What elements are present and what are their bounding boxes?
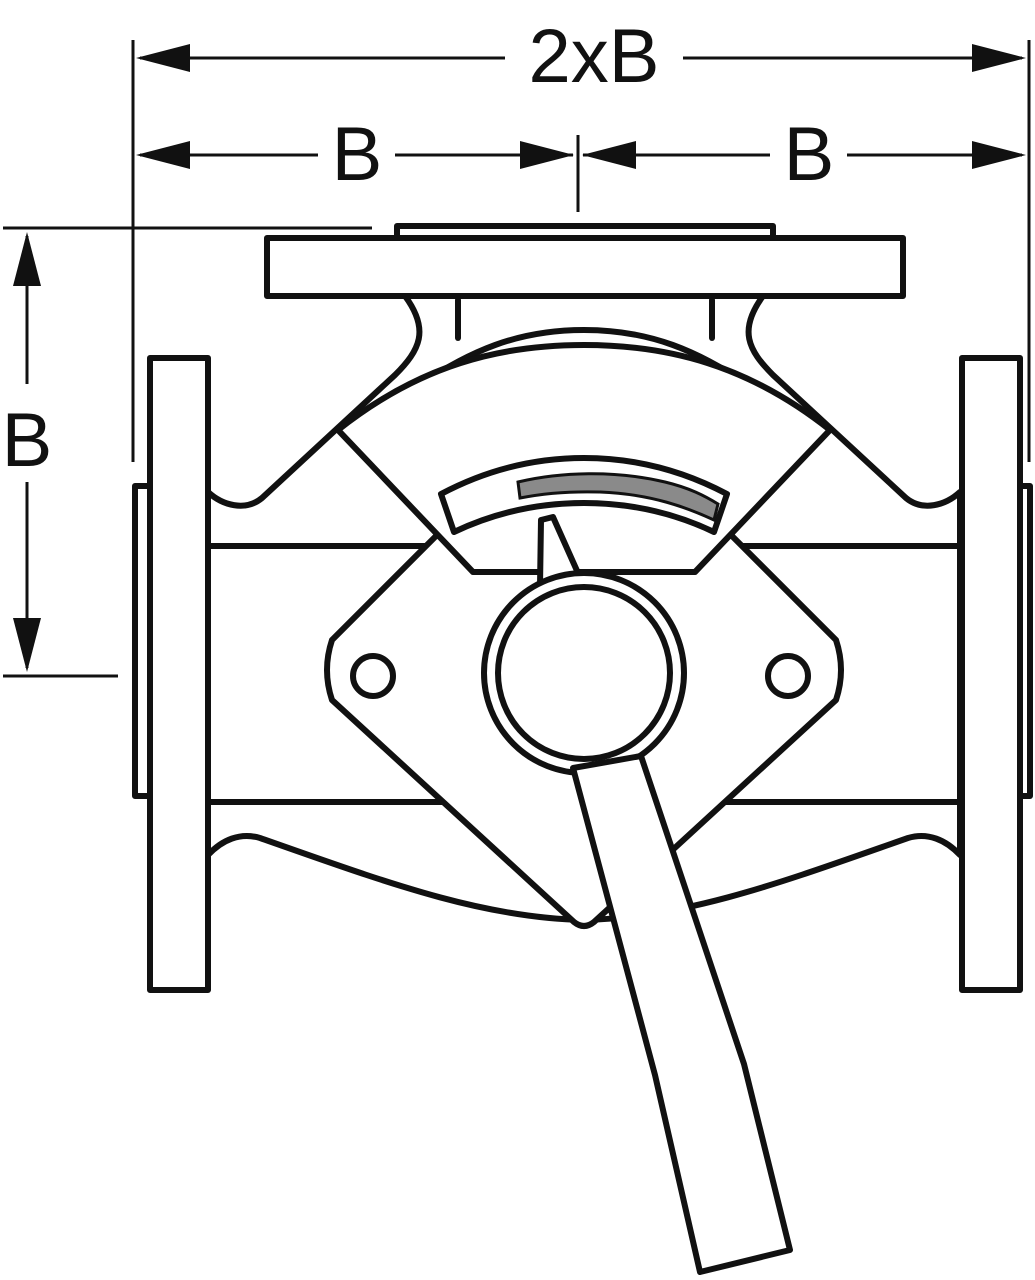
right-end-flange (959, 355, 1023, 993)
top-flange (264, 235, 906, 299)
overall-width-arrow-right (972, 44, 1026, 72)
height-label: B (2, 398, 53, 483)
left-half-label: B (332, 112, 383, 197)
valve-body (132, 223, 1033, 1275)
left-half-arrow-left (136, 141, 190, 169)
scale-band (516, 472, 720, 523)
hub-inner (495, 584, 673, 762)
overall-width-label: 2xB (529, 14, 660, 99)
scale-window (438, 455, 730, 535)
height-arrow-bottom (13, 618, 41, 672)
handle-lever (570, 753, 793, 1275)
mounting-hole-left (350, 653, 396, 699)
dimension-lines (3, 40, 1031, 678)
height-arrow-top (13, 232, 41, 286)
right-half-arrow-right (972, 141, 1026, 169)
left-half-arrow-right (520, 141, 574, 169)
overall-width-arrow-left (136, 44, 190, 72)
right-half-arrow-left (582, 141, 636, 169)
mounting-hole-right (765, 653, 811, 699)
right-half-label: B (784, 112, 835, 197)
left-end-flange (147, 355, 211, 993)
